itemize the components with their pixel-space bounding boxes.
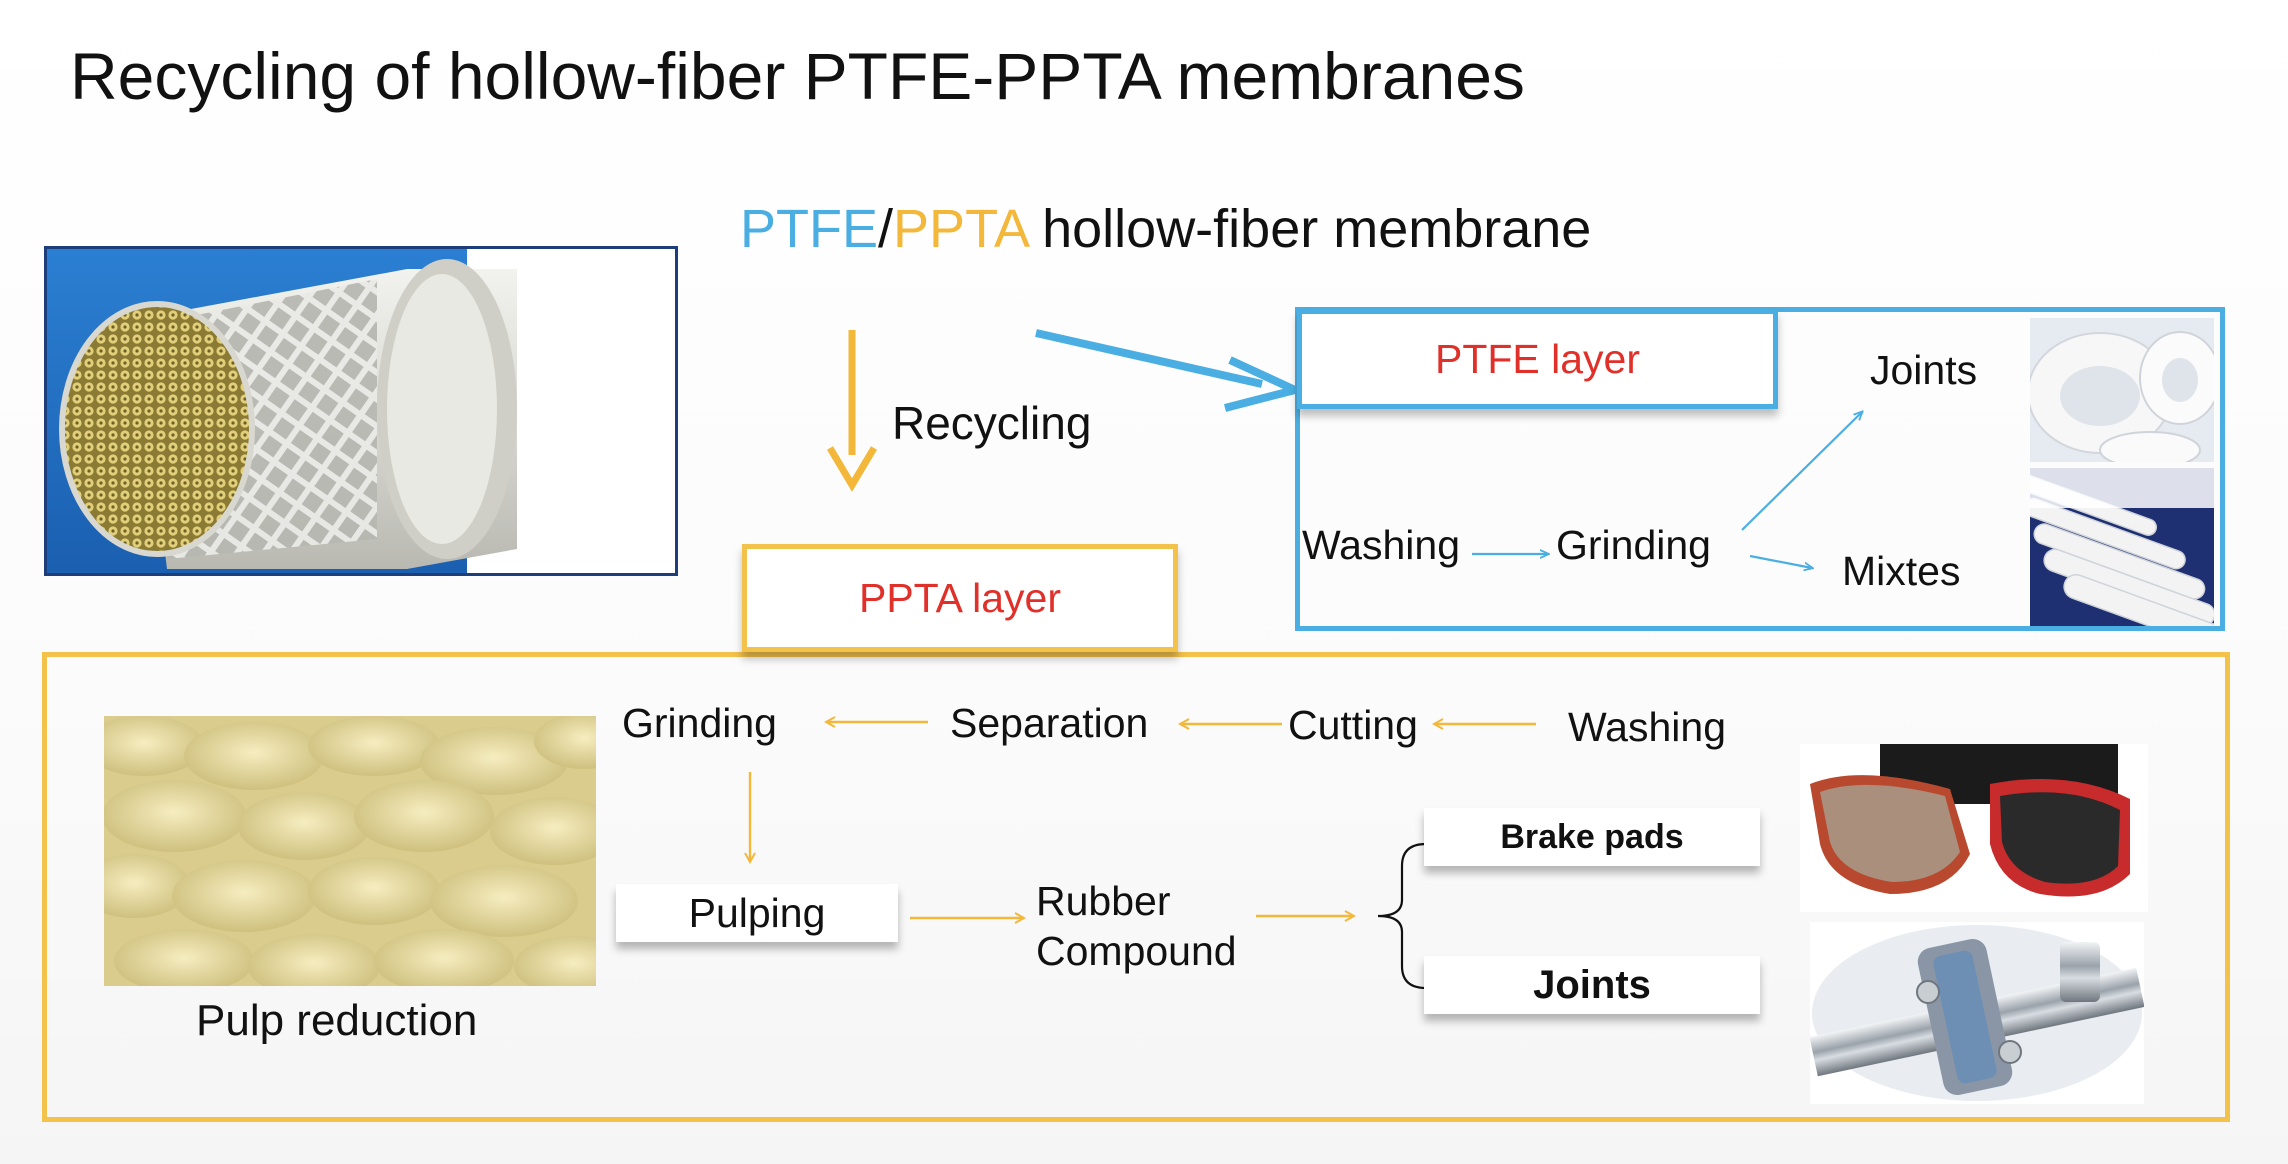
ptfe-layer-label: PTFE layer <box>1434 335 1641 382</box>
ppta-layer-label: PPTA layer <box>858 574 1062 621</box>
ptfe-rods-image <box>2030 468 2214 626</box>
joints-box: Joints <box>1424 956 1760 1014</box>
ppta-separation-label: Separation <box>950 700 1149 746</box>
rubber-compound-line1: Rubber <box>1036 878 1171 924</box>
ptfe-grinding-to-joints-arrow <box>1741 412 1862 531</box>
ppta-washing-label: Washing <box>1568 704 1726 750</box>
products-brace <box>1377 842 1427 990</box>
ptfe-rings-image <box>2030 318 2214 462</box>
brake-pads-image <box>1800 744 2148 912</box>
brake-pads-label: Brake pads <box>1500 817 1684 856</box>
ptfe-mixtes-label: Mixtes <box>1842 548 1961 594</box>
ppta-section-box <box>42 652 2230 1122</box>
pulping-label: Pulping <box>688 889 826 936</box>
rubber-compound-line2: Compound <box>1036 928 1237 974</box>
ptfe-joints-label: Joints <box>1870 347 1978 393</box>
ptfe-grinding-to-mixtes-arrow <box>1749 554 1812 568</box>
ppta-grinding-label: Grinding <box>622 700 777 746</box>
ppta-word: PPTA <box>893 199 1028 259</box>
ptfe-layer-box: PTFE layer <box>1297 309 1778 409</box>
ppta-layer-box: PPTA layer <box>742 544 1178 652</box>
slash: / <box>878 199 894 259</box>
pipe-joint-image <box>1810 922 2144 1104</box>
ptfe-grinding-label: Grinding <box>1556 522 1711 568</box>
brake-pads-box: Brake pads <box>1424 808 1760 866</box>
membrane-title-rest: hollow-fiber membrane <box>1027 199 1592 259</box>
recycling-label: Recycling <box>892 397 1092 449</box>
pulp-image <box>104 716 596 986</box>
recycling-arrow <box>826 330 878 492</box>
pulp-reduction-label: Pulp reduction <box>196 996 478 1045</box>
membrane-title: PTFE/PPTA hollow-fiber membrane <box>740 198 1591 260</box>
ptfe-word: PTFE <box>740 199 879 259</box>
ppta-cutting-label: Cutting <box>1288 702 1418 748</box>
rubber-compound-label: Rubber Compound <box>1036 876 1237 976</box>
pulping-box: Pulping <box>616 884 898 942</box>
ptfe-washing-label: Washing <box>1302 522 1460 568</box>
slide-title: Recycling of hollow-fiber PTFE-PPTA memb… <box>70 39 1525 113</box>
membrane-module-image <box>44 246 678 576</box>
joints-label: Joints <box>1533 962 1651 1007</box>
